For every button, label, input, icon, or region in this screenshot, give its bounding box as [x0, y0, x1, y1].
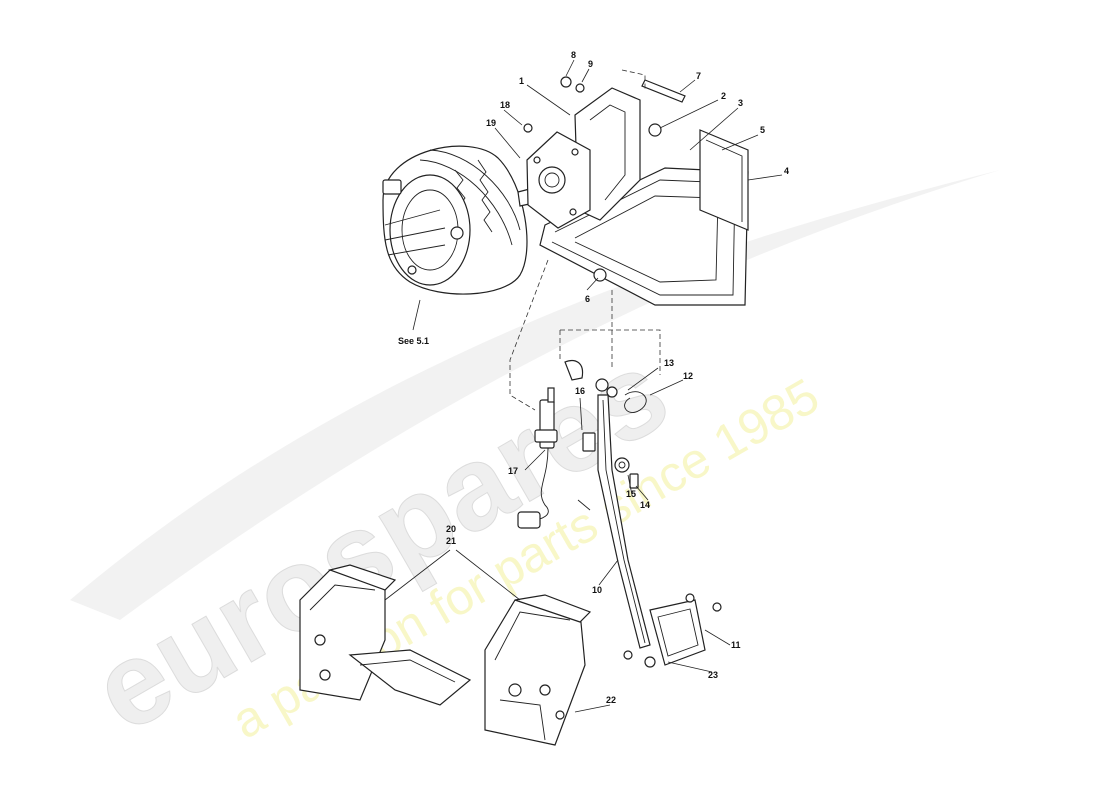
callout-10: 10 [592, 585, 602, 595]
callout-21: 21 [446, 536, 456, 546]
callout-23: 23 [708, 670, 718, 680]
callout-6: 6 [585, 294, 590, 304]
brake-pedal [597, 394, 722, 668]
callout-16: 16 [575, 386, 585, 396]
callout-8: 8 [571, 50, 576, 60]
callout-20: 20 [446, 524, 456, 534]
callout-18: 18 [500, 100, 510, 110]
callout-labels: 1 2 3 4 5 6 7 8 9 10 11 12 13 14 15 16 1… [398, 50, 789, 705]
callout-15: 15 [626, 489, 636, 499]
callout-12: 12 [683, 371, 693, 381]
assembly-lines [509, 69, 661, 411]
callout-22: 22 [606, 695, 616, 705]
brake-booster [382, 145, 549, 295]
callout-17: 17 [508, 466, 518, 476]
callout-4: 4 [784, 166, 789, 176]
callout-2: 2 [721, 91, 726, 101]
callout-5: 5 [760, 125, 765, 135]
watermark-swoosh [70, 170, 1000, 620]
callout-13: 13 [664, 358, 674, 368]
callout-19: 19 [486, 118, 496, 128]
pedal-box-assembly-right [484, 594, 592, 746]
pedal-box-assembly-left [299, 564, 472, 706]
callout-9: 9 [588, 59, 593, 69]
callout-3: 3 [738, 98, 743, 108]
callout-1: 1 [519, 76, 524, 86]
callout-7: 7 [696, 71, 701, 81]
brake-light-switch [517, 387, 596, 529]
see-reference-note: See 5.1 [398, 336, 429, 346]
pedal-box-bracket [523, 76, 749, 306]
callout-14: 14 [640, 500, 650, 510]
callout-11: 11 [731, 640, 741, 650]
leader-lines [384, 59, 783, 713]
